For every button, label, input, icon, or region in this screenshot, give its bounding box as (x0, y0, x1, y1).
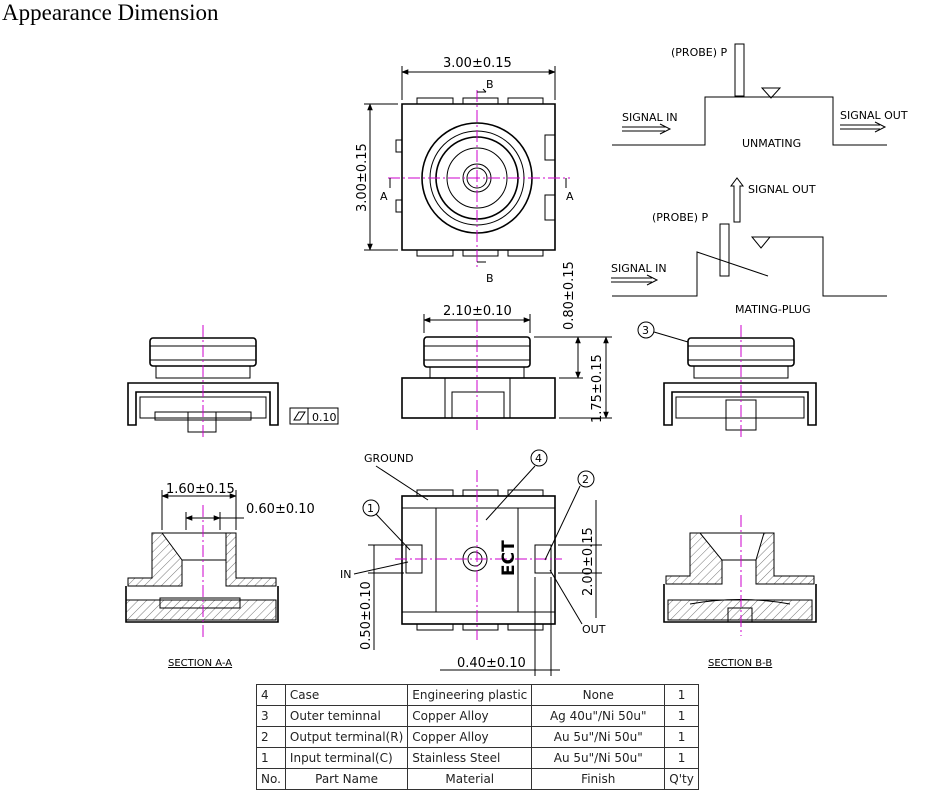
dim-height-left: 3.00±0.15 (355, 143, 370, 212)
bom-cell-no: 1 (256, 747, 286, 769)
ect-marking: ECT (499, 540, 519, 576)
bom-cell-finish: None (531, 684, 666, 706)
bom-cell-part: Input terminal(C) (284, 747, 409, 769)
signal-in-label-top: SIGNAL IN (622, 111, 678, 124)
bom-cell-qty: 1 (664, 705, 699, 727)
dim-term-offset: 0.50±0.10 (359, 581, 374, 650)
signal-in-label-bottom: SIGNAL IN (611, 262, 667, 275)
front-view: 2.10±0.10 0.80±0.15 1.75±0.15 (401, 261, 612, 430)
dim-plug-height: 0.80±0.15 (562, 261, 577, 330)
right-side-view: 3 (637, 321, 817, 438)
section-b-b: SECTION B-B (663, 515, 817, 669)
section-a-a: 1.60±0.15 0.60±0.10 SECTION A-A (125, 482, 315, 669)
dim-total-height: 1.75±0.15 (590, 354, 605, 423)
bom-cell-material: Stainless Steel (407, 747, 533, 769)
bom-cell-material: Material (407, 768, 533, 790)
bom-cell-part: Output terminal(R) (284, 726, 409, 748)
dim-inner-dia: 2.10±0.10 (443, 304, 512, 319)
bom-cell-qty: Q'ty (664, 768, 699, 790)
bom-cell-no: 4 (256, 684, 286, 706)
section-a-label: SECTION A-A (168, 658, 232, 669)
callout-4: 4 (535, 452, 542, 465)
section-mark-b-bottom: B (486, 272, 494, 285)
section-mark-a-left: A (380, 190, 388, 203)
ground-label: GROUND (364, 452, 414, 465)
bom-cell-no: 2 (256, 726, 286, 748)
bom-cell-part: Part Name (284, 768, 409, 790)
bom-cell-finish: Au 5u"/Ni 50u" (531, 726, 666, 748)
dim-term-span: 2.00±0.15 (581, 527, 596, 596)
callout-1: 1 (367, 502, 374, 515)
bottom-view: ECT GROUND 4 1 2 IN OUT 2.00±0.15 0.50±0… (340, 449, 606, 676)
out-label: OUT (582, 623, 606, 636)
dim-flatness: 0.10 (312, 411, 337, 424)
bom-cell-qty: 1 (664, 726, 699, 748)
bom-cell-part: Case (284, 684, 409, 706)
unmating-label: UNMATING (742, 137, 801, 150)
section-mark-a-right: A (566, 190, 574, 203)
top-view: B B A A 3.00±0.15 3.00±0.15 (355, 56, 574, 285)
bom-cell-material: Copper Alloy (407, 705, 533, 727)
dim-term-width: 0.40±0.10 (457, 656, 526, 671)
dim-section-a-inner: 0.60±0.10 (246, 502, 315, 517)
bom-cell-part: Outer teminnal (284, 705, 409, 727)
bom-cell-material: Engineering plastic (407, 684, 533, 706)
probe-label-bottom: (PROBE) P (652, 211, 709, 224)
probe-label-top: (PROBE) P (671, 46, 728, 59)
page-title: Appearance Dimension (2, 0, 219, 25)
dim-width-top: 3.00±0.15 (443, 56, 512, 71)
bom-cell-material: Copper Alloy (407, 726, 533, 748)
callout-3: 3 (642, 324, 649, 337)
bom-cell-no: 3 (256, 705, 286, 727)
section-b-label: SECTION B-B (708, 658, 772, 669)
mating-plug-label: MATING-PLUG (735, 303, 811, 316)
bom-cell-no: No. (256, 768, 286, 790)
signal-out-label-top: SIGNAL OUT (840, 109, 908, 122)
section-mark-b-top: B (486, 78, 494, 91)
in-label: IN (340, 568, 351, 581)
unmating-diagram: (PROBE) P SIGNAL IN SIGNAL OUT UNMATING (612, 43, 908, 150)
bom-cell-finish: Finish (531, 768, 666, 790)
dim-section-a-width: 1.60±0.15 (166, 482, 235, 497)
bom-cell-qty: 1 (664, 747, 699, 769)
signal-out-label-mid: SIGNAL OUT (748, 183, 816, 196)
left-side-view: 0.10 (127, 325, 339, 438)
bom-cell-finish: Ag 40u"/Ni 50u" (531, 705, 666, 727)
callout-2: 2 (582, 473, 589, 486)
bom-cell-finish: Au 5u"/Ni 50u" (531, 747, 666, 769)
mating-diagram: SIGNAL OUT (PROBE) P SIGNAL IN MATING-PL… (611, 177, 887, 316)
bom-cell-qty: 1 (664, 684, 699, 706)
